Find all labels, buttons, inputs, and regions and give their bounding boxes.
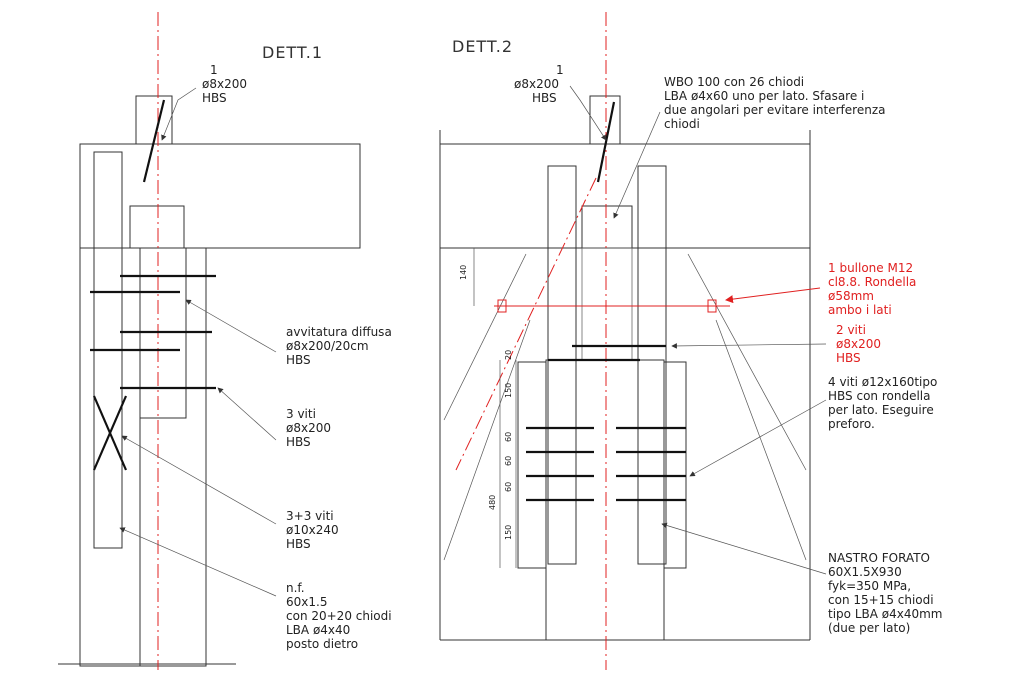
leader-top-screw: [161, 87, 197, 141]
dim-150b: 150: [504, 525, 513, 540]
leader-top-2: [569, 85, 607, 141]
leader-3viti: [217, 387, 277, 441]
detail-2: DETT.2: [439, 12, 946, 670]
packer-right: [663, 361, 687, 569]
lower-column: [139, 247, 207, 667]
upper-beam: [79, 143, 361, 249]
left-label-nf: n.f. 60x1.5 con 20+20 chiodi LBA ø4x40 p…: [286, 581, 395, 651]
dim-140: 140: [459, 265, 468, 280]
inclined-axis: [455, 177, 597, 471]
inclined-screw: [142, 99, 166, 183]
dim-150a: 150: [504, 383, 513, 398]
bolt-washer-left: [497, 299, 507, 313]
leader-nf: [119, 527, 277, 597]
bolt-washer-right: [707, 299, 717, 313]
dim-60b: 60: [504, 456, 513, 466]
leader-wbo: [613, 111, 661, 219]
left-label-3p3: 3+3 viti ø10x240 HBS: [286, 509, 342, 551]
right-label-2viti: 2 viti ø8x200 HBS: [836, 323, 885, 365]
inclined-screw-2: [596, 101, 616, 183]
leader-4viti: [689, 399, 827, 477]
packer-left: [517, 361, 547, 569]
right-label-4viti: 4 viti ø12x160tipo HBS con rondella per …: [828, 375, 941, 431]
leader-avvitatura: [185, 299, 277, 353]
right-label-top: 1 ø8x200 HBS: [514, 63, 567, 105]
angle-bracket: [129, 205, 185, 249]
inner-core: [581, 247, 633, 361]
right-label-bullone: 1 bullone M12 cl8.8. Rondella ø58mm ambo…: [828, 261, 920, 317]
dim-60c: 60: [504, 482, 513, 492]
dim-480: 480: [488, 495, 497, 510]
leader-bullone: [725, 287, 821, 304]
diag-2: [443, 319, 531, 561]
left-label-3viti: 3 viti ø8x200 HBS: [286, 407, 335, 449]
left-label-avvitatura: avvitatura diffusa ø8x200/20cm HBS: [286, 325, 396, 367]
detail-1-title: DETT.1: [262, 43, 323, 62]
dim-20: 20: [504, 350, 513, 360]
cross-screw-b: [92, 395, 128, 471]
diag-3: [687, 253, 807, 471]
diag-1: [443, 253, 527, 421]
strap-left: [547, 165, 577, 565]
leader-2viti: [671, 343, 827, 349]
detail-2-title: DETT.2: [452, 37, 513, 56]
lower-wall-hatched: [79, 247, 141, 667]
dim-60a: 60: [504, 432, 513, 442]
strap-right: [637, 165, 667, 565]
top-post-2: [589, 95, 621, 145]
leader-nastro: [661, 522, 827, 575]
left-label-top: 1 ø8x200 HBS: [202, 63, 251, 105]
detail-1: DETT.1 1: [58, 12, 396, 670]
right-label-wbo: WBO 100 con 26 chiodi LBA ø4x60 uno per …: [664, 75, 889, 131]
diag-4: [715, 319, 807, 561]
right-label-nastro: NASTRO FORATO 60X1.5X930 fyk=350 MPa, co…: [828, 551, 946, 635]
angle-bracket-2: [581, 205, 633, 249]
leader-3p3: [121, 435, 277, 525]
